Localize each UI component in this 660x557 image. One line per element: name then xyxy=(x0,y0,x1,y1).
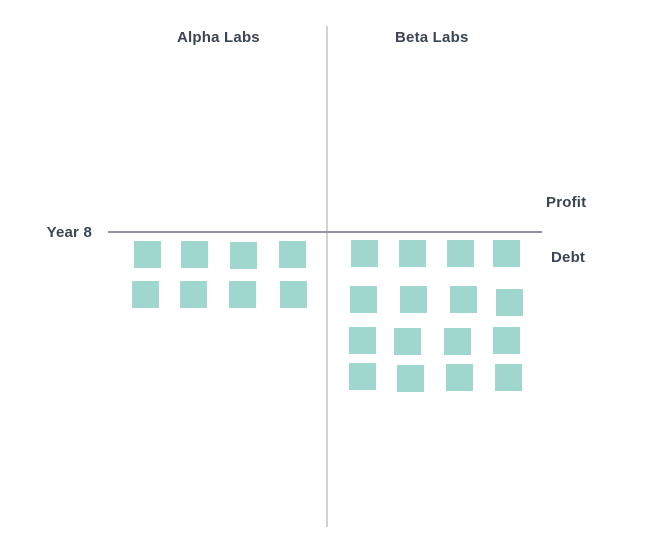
alpha-debt-unit-square xyxy=(280,281,307,308)
beta-debt-unit-square xyxy=(444,328,471,355)
group-divider-line xyxy=(326,26,328,527)
axis-row-label: Year 8 xyxy=(46,224,92,241)
beta-debt-unit-square xyxy=(399,240,426,267)
beta-debt-unit-square xyxy=(351,240,378,267)
beta-debt-unit-square xyxy=(400,286,427,313)
below-axis-label: Debt xyxy=(551,249,586,266)
profit-debt-axis-line xyxy=(108,231,542,233)
left-group-title: Alpha Labs xyxy=(177,29,260,46)
alpha-debt-unit-square xyxy=(134,241,161,268)
beta-debt-unit-square xyxy=(447,240,474,267)
beta-debt-unit-square xyxy=(394,328,421,355)
beta-debt-unit-square xyxy=(397,365,424,392)
alpha-debt-unit-square xyxy=(180,281,207,308)
beta-debt-unit-square xyxy=(493,327,520,354)
right-group-title: Beta Labs xyxy=(395,29,469,46)
beta-debt-unit-square xyxy=(446,364,473,391)
beta-debt-unit-square xyxy=(496,289,523,316)
beta-debt-unit-square xyxy=(493,240,520,267)
alpha-debt-unit-square xyxy=(132,281,159,308)
beta-debt-unit-square xyxy=(450,286,477,313)
beta-debt-unit-square xyxy=(350,286,377,313)
alpha-debt-unit-square xyxy=(230,242,257,269)
beta-debt-unit-square xyxy=(349,327,376,354)
alpha-debt-unit-square xyxy=(279,241,306,268)
beta-debt-unit-square xyxy=(495,364,522,391)
alpha-debt-unit-square xyxy=(181,241,208,268)
beta-debt-unit-square xyxy=(349,363,376,390)
alpha-debt-unit-square xyxy=(229,281,256,308)
above-axis-label: Profit xyxy=(546,194,587,211)
